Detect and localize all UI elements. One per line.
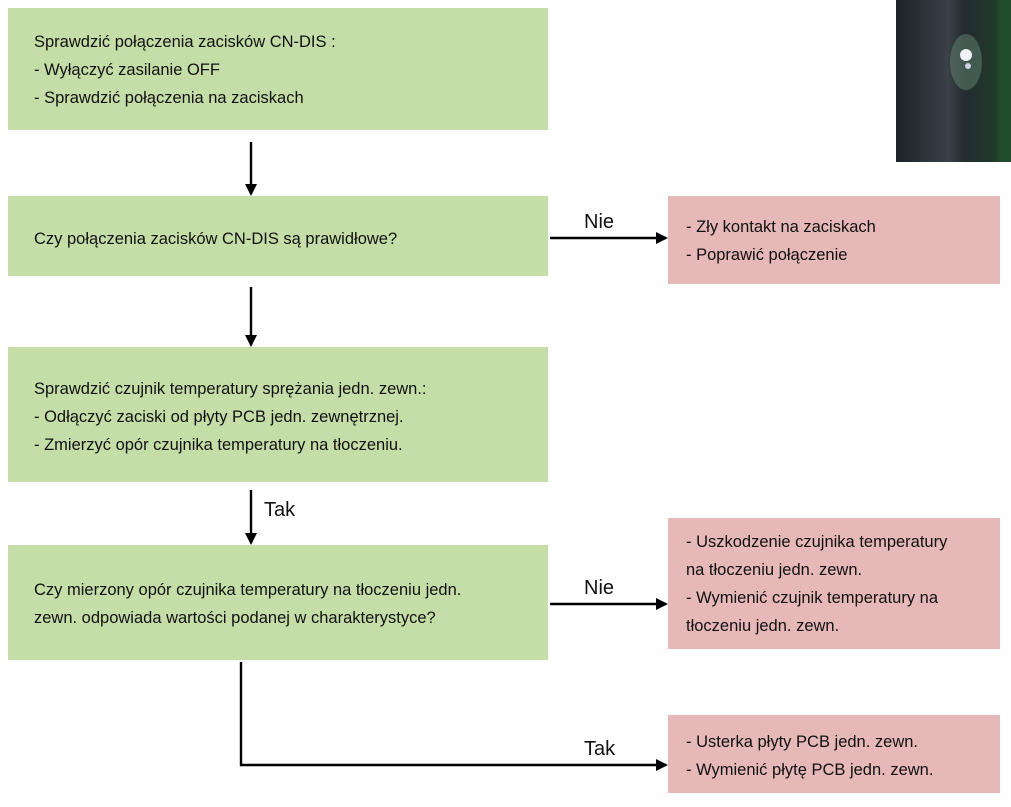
step1-line-1: Sprawdzić połączenia zacisków CN-DIS :	[34, 33, 336, 51]
decision-resistance-matches: Czy mierzony opór czujnika temperatury n…	[8, 545, 548, 660]
result-pcb-fault: - Usterka płyty PCB jedn. zewn. - Wymien…	[668, 715, 1000, 793]
decision1-no-label: Nie	[584, 211, 615, 233]
step2-line-2: - Odłączyć zaciski od płyty PCB jedn. ze…	[34, 407, 404, 426]
result2-line-1: - Uszkodzenie czujnika temperatury	[686, 532, 948, 551]
result3-line-2: - Wymienić płytę PCB jedn. zewn.	[686, 761, 934, 779]
step-check-discharge-sensor: Sprawdzić czujnik temperatury sprężania …	[8, 347, 548, 482]
step1-line-2: - Wyłączyć zasilanie OFF	[34, 61, 220, 79]
result2-line-3: - Wymienić czujnik temperatury na	[686, 588, 939, 607]
decision-connections-correct: Czy połączenia zacisków CN-DIS są prawid…	[8, 196, 548, 276]
photo-detail-graphic	[950, 0, 1011, 162]
step2-line-1: Sprawdzić czujnik temperatury sprężania …	[34, 379, 427, 398]
decision1-question: Czy połączenia zacisków CN-DIS są prawid…	[34, 230, 398, 248]
decision2-line-1: Czy mierzony opór czujnika temperatury n…	[34, 580, 462, 599]
step2-line-3: - Zmierzyć opór czujnika temperatury na …	[34, 435, 403, 454]
step1-line-3: - Sprawdzić połączenia na zaciskach	[34, 89, 304, 107]
result3-line-1: - Usterka płyty PCB jedn. zewn.	[686, 733, 918, 751]
decision2-line-2: zewn. odpowiada wartości podanej w chara…	[34, 608, 436, 627]
result1-line-2: - Poprawić połączenie	[686, 246, 848, 264]
arrow-decision2-yes	[239, 662, 668, 771]
result-sensor-fault: - Uszkodzenie czujnika temperatury na tł…	[668, 518, 1000, 649]
decision2-no-label: Nie	[584, 577, 615, 599]
result1-line-1: - Zły kontakt na zaciskach	[686, 218, 876, 236]
step2-yes-label: Tak	[264, 499, 296, 521]
decision2-yes-label: Tak	[584, 738, 616, 760]
device-photo-fragment	[896, 0, 1011, 162]
result2-line-4: tłoczeniu jedn. zewn.	[686, 616, 840, 635]
result2-line-2: na tłoczeniu jedn. zewn.	[686, 560, 863, 579]
result-bad-contact: - Zły kontakt na zaciskach - Poprawić po…	[668, 196, 1000, 284]
step-check-cn-dis-connections: Sprawdzić połączenia zacisków CN-DIS : -…	[8, 8, 548, 130]
